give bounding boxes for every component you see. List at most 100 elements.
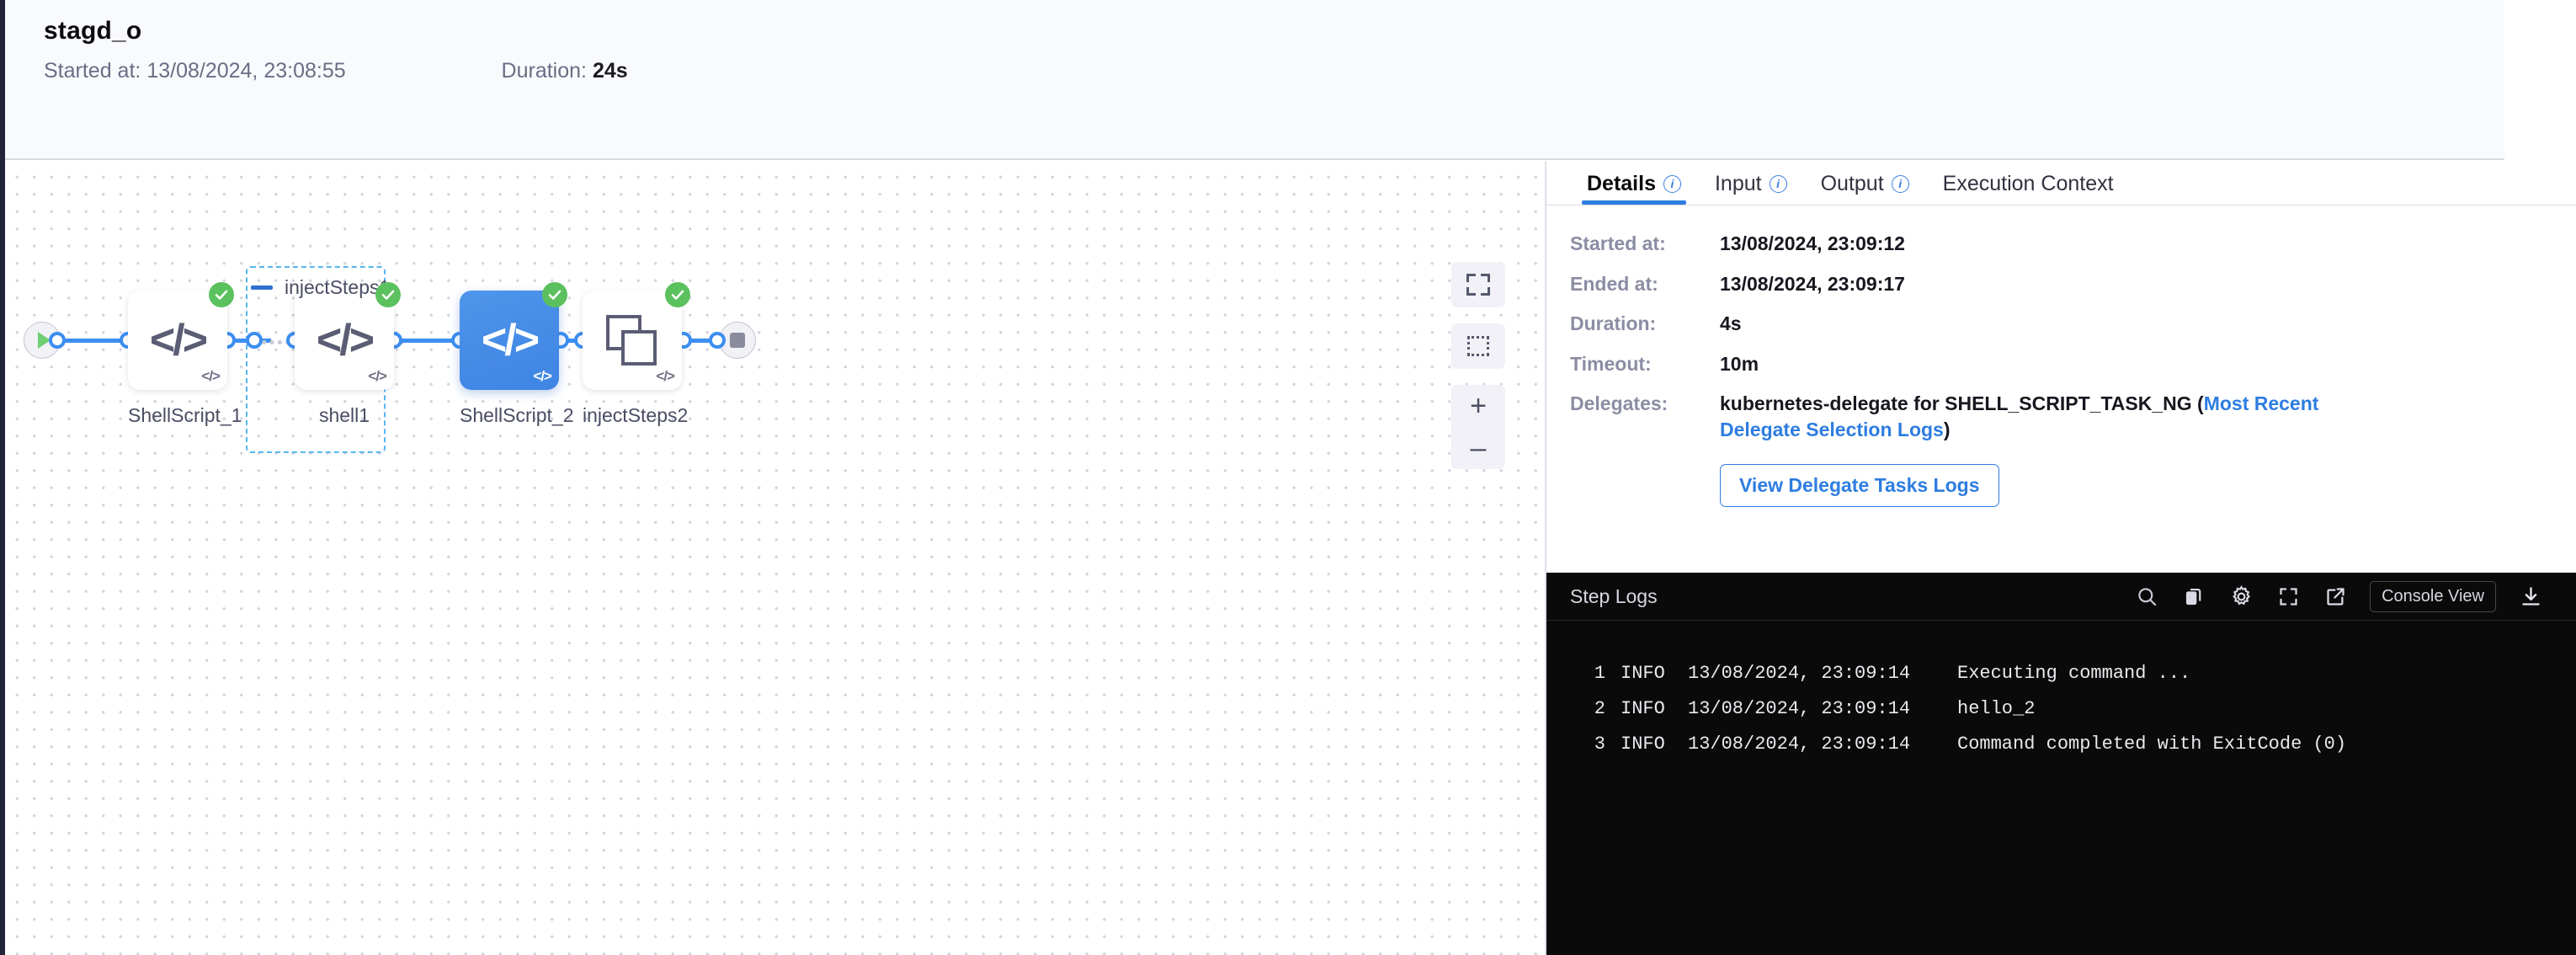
log-message: Command completed with ExitCode (0)	[1957, 734, 2347, 755]
gear-icon[interactable]	[2228, 584, 2254, 609]
log-line: 2 INFO 13/08/2024, 23:09:14 hello_2	[1546, 691, 2576, 727]
log-level: INFO	[1621, 698, 1665, 720]
delegates-tail: )	[1943, 418, 1951, 440]
edge-group-in-dashed	[254, 340, 313, 344]
play-icon	[37, 332, 51, 349]
delegates-text: kubernetes-delegate for SHELL_SCRIPT_TAS…	[1720, 392, 2204, 415]
code-corner-icon: </>	[201, 368, 221, 384]
tab-input[interactable]: Input i	[1698, 162, 1804, 204]
status-badge-shell1	[375, 282, 401, 307]
node-label-injectsteps2: injectSteps2	[583, 404, 689, 426]
node-shellscript1[interactable]: </> </>	[128, 291, 227, 390]
minus-icon[interactable]	[251, 285, 273, 290]
details-list: Started at: 13/08/2024, 23:09:12 Ended a…	[1546, 205, 2576, 508]
duration-meta: Duration: 24s	[502, 59, 628, 83]
log-timestamp: 13/08/2024, 23:09:14	[1688, 734, 1911, 755]
tab-execution-context[interactable]: Execution Context	[1926, 162, 2131, 204]
step-logs-actions: Console View	[2134, 580, 2543, 612]
detail-label: Duration:	[1570, 312, 1657, 335]
status-badge-injectsteps2	[665, 282, 690, 307]
zoom-level-controls: + –	[1451, 385, 1505, 469]
fullscreen-icon[interactable]	[2275, 584, 2301, 609]
plus-icon: +	[1470, 390, 1487, 422]
detail-label: Delegates:	[1570, 392, 1669, 415]
copy-icon[interactable]	[2181, 584, 2206, 609]
search-icon[interactable]	[2134, 584, 2159, 609]
zoom-out-button[interactable]: –	[1451, 427, 1505, 469]
duration-label: Duration:	[501, 59, 587, 83]
tab-details[interactable]: Details i	[1570, 162, 1698, 205]
log-lines[interactable]: 1 INFO 13/08/2024, 23:09:14 Executing co…	[1546, 621, 2576, 763]
started-at-label: Started at:	[44, 59, 141, 83]
tab-details-label: Details	[1587, 171, 1656, 195]
port-group-in	[246, 332, 263, 349]
header-meta: Started at: 13/08/2024, 23:08:55 Duratio…	[44, 59, 628, 84]
duration-value: 24s	[592, 59, 628, 83]
zoom-in-button[interactable]: +	[1451, 385, 1505, 427]
edge-group-to-shellscript2	[386, 339, 478, 343]
view-delegate-tasks-logs-button[interactable]: View Delegate Tasks Logs	[1720, 464, 1999, 508]
status-badge-shellscript1	[209, 282, 234, 307]
fullscreen-icon	[1466, 274, 1490, 296]
code-icon: </>	[481, 316, 540, 365]
console-view-toggle[interactable]: Console View	[2370, 580, 2496, 612]
status-badge-shellscript2	[542, 282, 567, 307]
code-corner-icon: </>	[533, 368, 552, 384]
node-injectsteps2[interactable]: </>	[583, 291, 682, 390]
step-detail-panel: Details i Input i Output i Execution Con…	[1546, 162, 2576, 955]
fit-screen-button[interactable]	[1451, 262, 1505, 307]
log-line-number: 3	[1594, 734, 1605, 755]
info-icon[interactable]: i	[1769, 174, 1787, 193]
detail-value: 13/08/2024, 23:09:17	[1720, 272, 1905, 295]
detail-row-timeout: Timeout: 10m	[1570, 351, 2576, 377]
code-corner-icon: </>	[656, 368, 675, 384]
node-shellscript2[interactable]: </> </>	[460, 291, 559, 390]
node-label-shellscript1: ShellScript_1	[128, 404, 242, 426]
info-icon[interactable]: i	[1663, 174, 1681, 193]
started-at-value: 13/08/2024, 23:08:55	[146, 59, 346, 83]
node-label-shell1: shell1	[318, 404, 370, 426]
delegate-selection-logs-link[interactable]: Most Recent Delegate Selection Logs	[1720, 392, 2319, 440]
detail-label: Started at:	[1570, 232, 1666, 254]
tab-output-label: Output	[1820, 171, 1884, 195]
log-line: 1 INFO 13/08/2024, 23:09:14 Executing co…	[1546, 656, 2576, 691]
tab-output[interactable]: Output i	[1804, 162, 1926, 204]
canvas-controls: + –	[1451, 262, 1505, 469]
group-icon	[606, 315, 658, 365]
detail-row-delegates: Delegates: kubernetes-delegate for SHELL…	[1570, 391, 2576, 442]
step-logs-toolbar: Step Logs	[1546, 573, 2576, 621]
panel-tabs: Details i Input i Output i Execution Con…	[1546, 162, 2576, 205]
stage-header: stagd_o Started at: 13/08/2024, 23:08:55…	[5, 0, 2504, 160]
detail-label: Timeout:	[1570, 352, 1652, 375]
log-level: INFO	[1621, 734, 1665, 755]
tab-input-label: Input	[1714, 171, 1762, 195]
info-icon[interactable]: i	[1891, 174, 1909, 193]
log-line: 3 INFO 13/08/2024, 23:09:14 Command comp…	[1546, 727, 2576, 762]
log-line-number: 2	[1594, 698, 1605, 720]
stop-icon	[730, 333, 745, 348]
left-nav-rail	[0, 0, 5, 955]
step-logs-title: Step Logs	[1570, 584, 1658, 607]
detail-value: 13/08/2024, 23:09:12	[1720, 232, 1905, 254]
detail-row-duration: Duration: 4s	[1570, 311, 2576, 337]
detail-value: 4s	[1720, 312, 1742, 335]
node-shell1[interactable]: </> </>	[295, 291, 394, 390]
selection-box-button[interactable]	[1451, 323, 1505, 369]
port-end-in	[709, 332, 726, 349]
page-title: stagd_o	[44, 17, 142, 45]
detail-value-delegates: kubernetes-delegate for SHELL_SCRIPT_TAS…	[1720, 391, 2385, 442]
code-corner-icon: </>	[368, 368, 387, 384]
log-message: Executing command ...	[1957, 663, 2191, 684]
detail-row-ended-at: Ended at: 13/08/2024, 23:09:17	[1570, 271, 2576, 297]
pipeline-canvas[interactable]: injectSteps1 </> </>	[5, 162, 1546, 955]
minus-icon: –	[1470, 432, 1487, 464]
download-icon[interactable]	[2518, 584, 2543, 609]
edge-start-to-shellscript1	[49, 339, 145, 343]
open-external-icon[interactable]	[2323, 584, 2348, 609]
log-level: INFO	[1621, 663, 1665, 684]
node-label-shellscript2: ShellScript_2	[460, 404, 574, 426]
group-injectsteps1-header[interactable]: injectSteps1	[251, 276, 390, 299]
pipeline-flow: injectSteps1 </> </>	[5, 162, 1546, 955]
detail-row-started-at: Started at: 13/08/2024, 23:09:12	[1570, 231, 2576, 257]
